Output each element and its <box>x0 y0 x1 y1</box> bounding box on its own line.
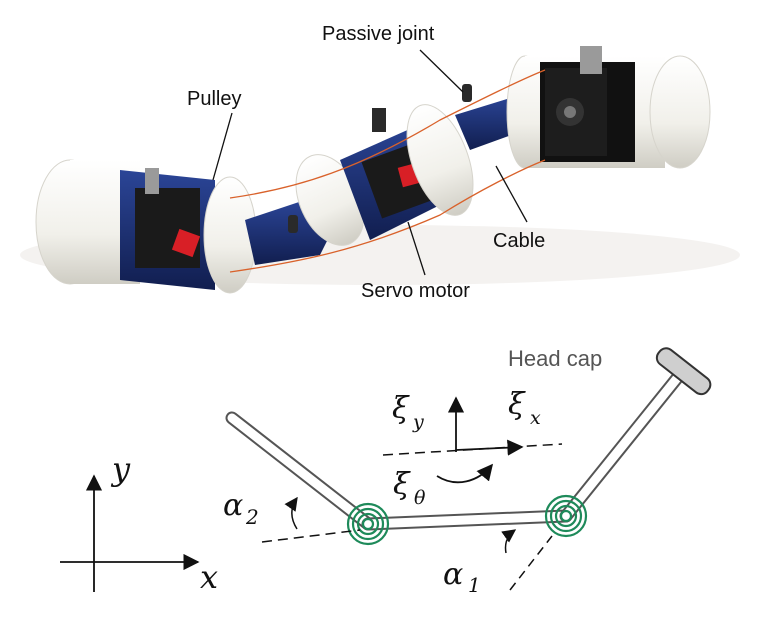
passive-joint-bolt-2 <box>462 84 472 102</box>
xi-theta-arc <box>436 463 494 484</box>
alpha1-reference-line <box>509 535 553 591</box>
xi-x-arrow <box>455 439 524 456</box>
module-right <box>506 46 711 169</box>
joint-2-spring <box>544 494 588 538</box>
cables <box>229 69 546 273</box>
head-cap <box>655 347 712 396</box>
link-3 <box>561 367 687 521</box>
leader-passive-joint <box>419 49 464 93</box>
xi-x-symbol: ξ <box>508 387 526 422</box>
alpha1-symbol: α <box>443 557 463 592</box>
alpha2-symbol: α <box>223 488 243 523</box>
xi-theta-subscript: θ <box>414 487 426 509</box>
alpha2-reference-line <box>261 529 361 543</box>
alpha1-subscript: 1 <box>468 573 481 597</box>
label-passive-joint: Passive joint <box>322 23 435 45</box>
leader-servo-motor <box>407 221 426 276</box>
kinematic-diagram: Head cap α 2 α 1 ξ y ξ <box>60 346 712 597</box>
xi-y-symbol: ξ <box>392 391 410 426</box>
module-left <box>35 159 257 294</box>
label-cable: Cable <box>493 230 545 252</box>
alpha2-arc <box>284 496 298 530</box>
photo-leaders <box>212 49 528 276</box>
label-pulley: Pulley <box>187 88 241 110</box>
xi-y-subscript: y <box>412 411 424 433</box>
label-servo-motor: Servo motor <box>361 280 470 302</box>
link-1 <box>227 413 373 529</box>
leader-cable <box>495 165 528 223</box>
link-2 <box>363 511 571 529</box>
xi-theta-symbol: ξ <box>393 467 411 502</box>
robot-photo <box>20 46 740 294</box>
world-x-label: x <box>200 558 218 596</box>
alpha1-arc <box>501 529 517 554</box>
passive-joint-bolt <box>288 215 298 233</box>
world-y-label: y <box>110 450 131 488</box>
xi-x-subscript: x <box>530 407 541 429</box>
label-head-cap: Head cap <box>508 346 602 371</box>
leader-pulley <box>212 112 233 181</box>
joint-1-spring <box>346 502 390 546</box>
module-middle <box>295 104 474 246</box>
alpha2-subscript: 2 <box>245 505 259 529</box>
